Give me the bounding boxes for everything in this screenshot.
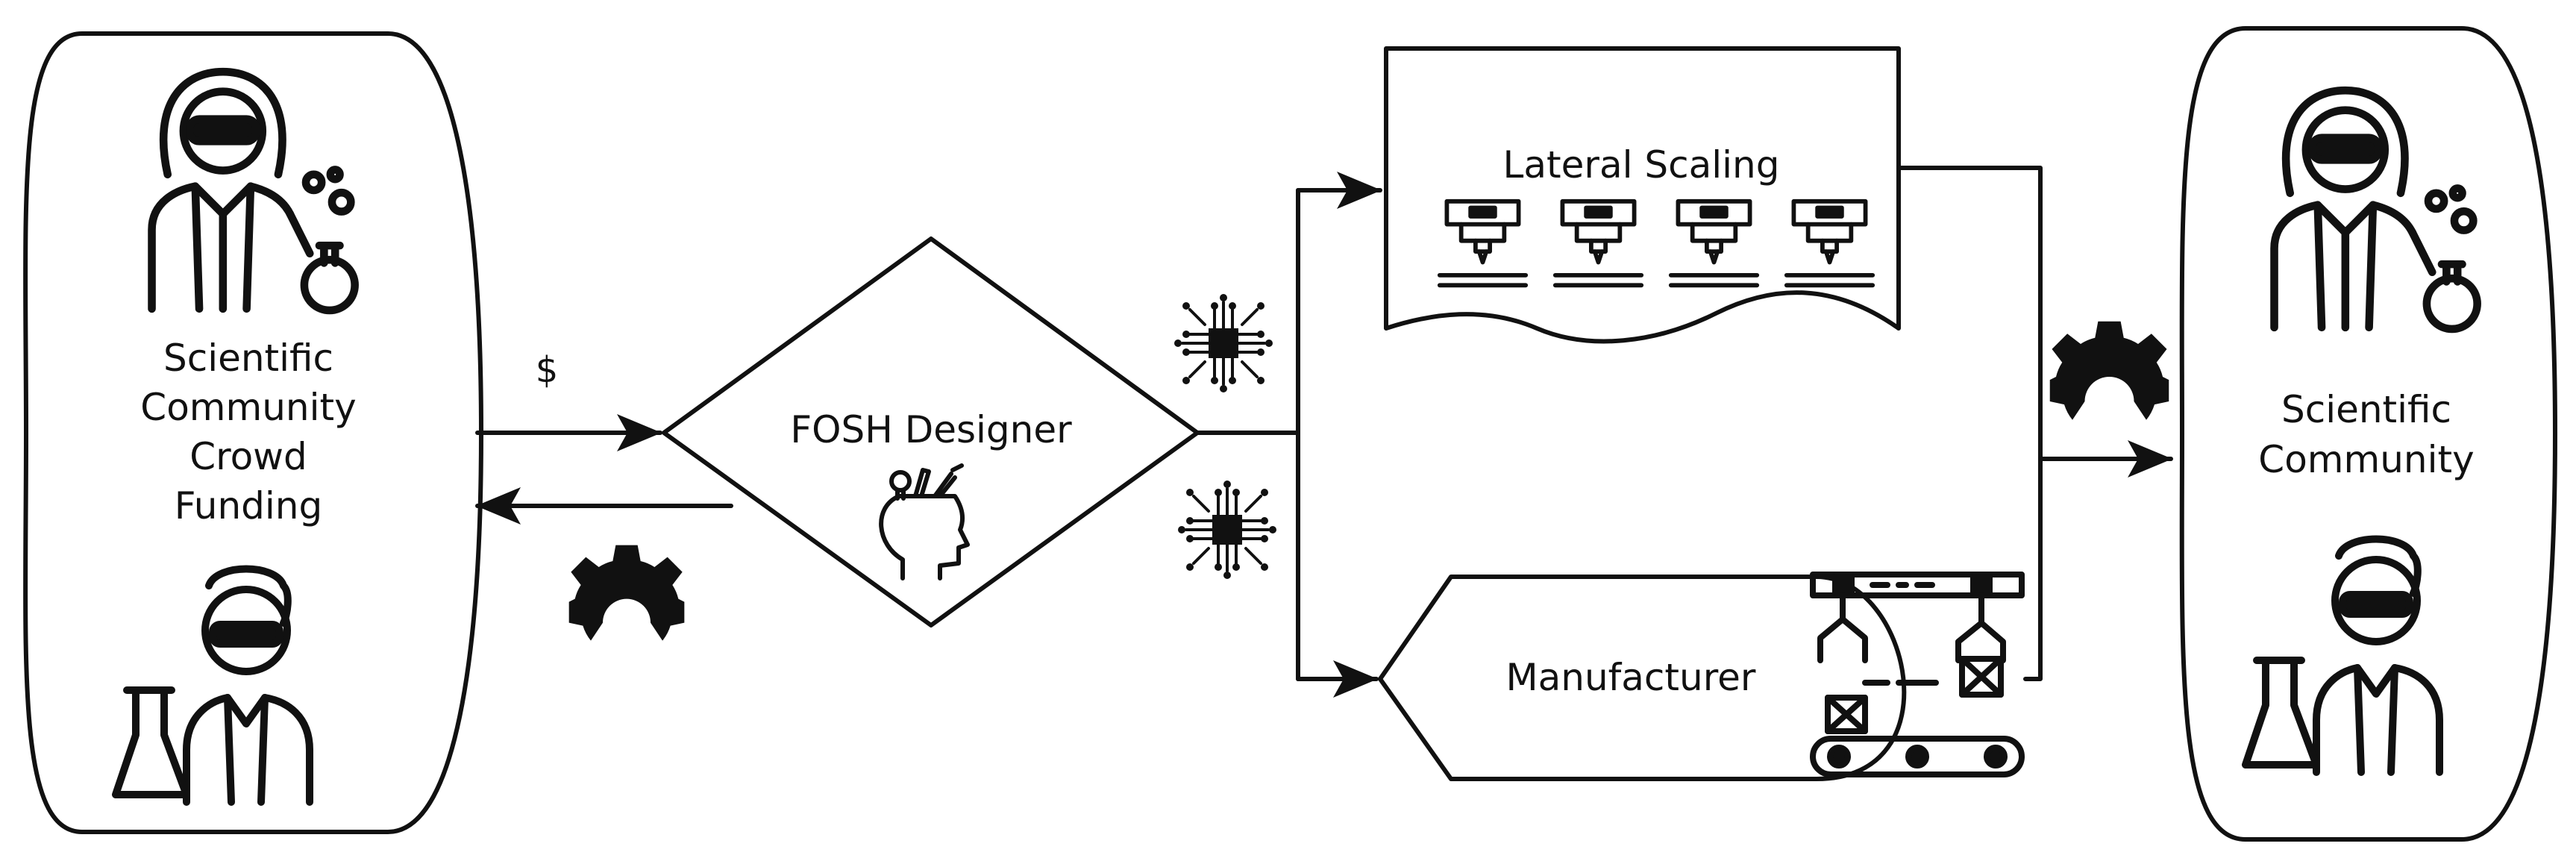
merge-line bbox=[1896, 166, 2043, 681]
dollar-label: $ bbox=[536, 349, 559, 391]
scientist-man-icon-2 bbox=[2246, 539, 2439, 773]
lateral-scaling-label: Lateral Scaling bbox=[1503, 143, 1780, 187]
3d-printer-icon-2 bbox=[1555, 201, 1641, 286]
funding-edges: $ bbox=[475, 349, 733, 641]
scientist-woman-icon-2 bbox=[2275, 90, 2478, 329]
manufacturer-label: Manufacturer bbox=[1506, 656, 1756, 699]
open-hardware-gear-icon-2 bbox=[2049, 321, 2169, 420]
scientist-woman-icon bbox=[152, 72, 355, 310]
community-shape bbox=[2179, 26, 2557, 842]
microchip-icon-2 bbox=[1176, 479, 1278, 580]
robot-arm-conveyor-icon bbox=[1813, 575, 2022, 774]
microchip-icon bbox=[1173, 292, 1274, 394]
3d-printer-icon-4 bbox=[1787, 201, 1873, 286]
crowd-funding-node: Scientific Community Crowd Funding bbox=[23, 31, 483, 834]
scientist-man-icon bbox=[116, 569, 310, 803]
community-node: Scientific Community bbox=[2179, 26, 2557, 842]
open-hardware-gear-icon bbox=[568, 545, 685, 641]
3d-printer-icon-3 bbox=[1671, 201, 1757, 286]
lateral-scaling-node: Lateral Scaling bbox=[1384, 46, 1901, 344]
crowd-funding-line-4: Funding bbox=[175, 484, 322, 528]
lateral-scaling-shape bbox=[1384, 46, 1901, 344]
crowd-funding-shape bbox=[23, 31, 483, 834]
community-line-1: Scientific bbox=[2281, 388, 2451, 431]
fosh-designer-node: FOSH Designer bbox=[662, 237, 1200, 627]
community-line-2: Community bbox=[2258, 438, 2474, 481]
crowd-funding-line-2: Community bbox=[140, 386, 356, 429]
crowd-funding-line-1: Scientific bbox=[163, 337, 333, 380]
split-connector bbox=[1173, 172, 1382, 698]
fosh-designer-label: FOSH Designer bbox=[790, 408, 1072, 451]
manufacturer-node: Manufacturer bbox=[1378, 575, 2022, 781]
head-ideas-icon bbox=[881, 466, 968, 578]
crowd-funding-line-3: Crowd bbox=[189, 435, 307, 478]
merge-connector bbox=[1896, 166, 2173, 681]
designer-diamond bbox=[662, 237, 1200, 627]
3d-printer-icon-1 bbox=[1440, 201, 1526, 286]
